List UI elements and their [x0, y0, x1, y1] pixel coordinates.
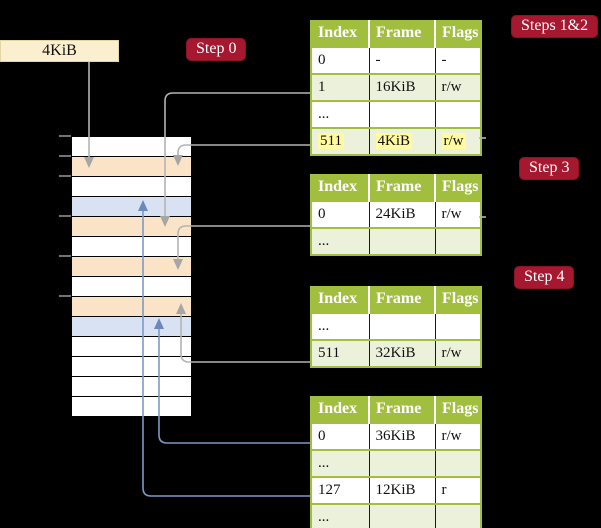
- table-header-row: Index Frame Flags: [311, 175, 481, 201]
- table-row: 1 16KiB r/w: [311, 73, 481, 101]
- column-header-index: Index: [311, 21, 369, 47]
- step-3-badge: Step 3: [519, 157, 580, 180]
- table-row-highlighted: 511 4KiB r/w: [311, 127, 481, 155]
- table-row: ...: [311, 449, 481, 477]
- step-0-badge: Step 0: [186, 38, 247, 61]
- table-header-row: Index Frame Flags: [311, 397, 481, 423]
- memory-frame-row: [72, 317, 191, 337]
- table-row: ...: [311, 312, 481, 340]
- table-row: 0 36KiB r/w: [311, 422, 481, 450]
- column-header-flags: Flags: [434, 287, 481, 313]
- column-header-index: Index: [311, 175, 369, 201]
- memory-frame-row: [72, 277, 191, 297]
- frame-size-label: 4KiB: [42, 42, 77, 59]
- page-table-2: Index Frame Flags 0 24KiB r/w ...: [310, 174, 482, 256]
- table-row: ...: [311, 100, 481, 128]
- steps-1-2-badge: Steps 1&2: [511, 15, 599, 38]
- table-header-row: Index Frame Flags: [311, 21, 481, 47]
- table-row: 0 24KiB r/w: [311, 200, 481, 228]
- memory-frame-row: [72, 337, 191, 357]
- frame-size-box: 4KiB: [0, 40, 119, 62]
- memory-frame-row: [72, 257, 191, 277]
- column-header-frame: Frame: [368, 397, 435, 423]
- memory-frame-row: [72, 397, 191, 417]
- memory-frame-row: [72, 197, 191, 217]
- column-header-flags: Flags: [434, 397, 481, 423]
- page-table-1: Index Frame Flags 0 - - 1 16KiB r/w ...: [310, 20, 482, 156]
- highlighted-value: 4KiB: [375, 133, 413, 149]
- table-header-row: Index Frame Flags: [311, 287, 481, 313]
- page-table-3: Index Frame Flags ... 511 32KiB r/w: [310, 286, 482, 368]
- physical-memory-column: [71, 136, 192, 417]
- column-header-frame: Frame: [368, 21, 435, 47]
- highlighted-value: 511: [318, 133, 344, 149]
- memory-frame-row: [72, 137, 191, 157]
- highlighted-value: r/w: [441, 133, 466, 149]
- arrow-table2-entry0-to-frame24kib: [177, 225, 310, 260]
- memory-frame-row: [72, 297, 191, 317]
- table-row: ...: [311, 227, 481, 255]
- memory-frame-row: [72, 357, 191, 377]
- table-row: ...: [311, 503, 481, 528]
- memory-frame-row: [72, 217, 191, 237]
- column-header-index: Index: [311, 397, 369, 423]
- column-header-flags: Flags: [434, 175, 481, 201]
- arrow-table1-entry511-to-frame4kib: [177, 144, 310, 156]
- table-row: 511 32KiB r/w: [311, 339, 481, 367]
- memory-frame-row: [72, 157, 191, 177]
- table-row: 127 12KiB r: [311, 476, 481, 504]
- arrow-table3-entry511-to-frame32kib: [180, 313, 310, 363]
- step-4-badge: Step 4: [514, 266, 575, 289]
- memory-tick-marks: [59, 135, 71, 297]
- column-header-index: Index: [311, 287, 369, 313]
- column-header-frame: Frame: [368, 287, 435, 313]
- memory-frame-row: [72, 377, 191, 397]
- memory-frame-row: [72, 237, 191, 257]
- table-row: 0 - -: [311, 46, 481, 74]
- column-header-flags: Flags: [434, 21, 481, 47]
- memory-frame-row: [72, 177, 191, 197]
- column-header-frame: Frame: [368, 175, 435, 201]
- page-table-4: Index Frame Flags 0 36KiB r/w ... 127 12…: [310, 396, 482, 528]
